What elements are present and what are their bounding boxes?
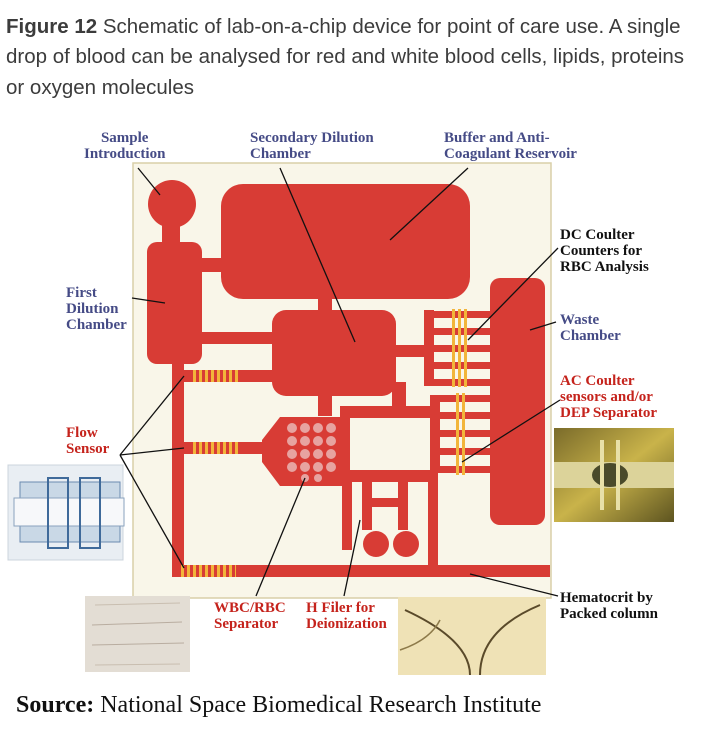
leader-lines: [119, 167, 561, 597]
sample-inlet-chamber: [148, 180, 196, 228]
label-line: Buffer and Anti-: [444, 130, 550, 146]
label-line: Introduction: [84, 146, 166, 162]
label-line: Flow: [66, 425, 98, 441]
label-line: Waste: [560, 312, 600, 328]
label-line: Hematocrit by: [560, 590, 653, 606]
h-filter-port-left: [363, 531, 389, 557]
flow-sensor-electrode-top: [192, 370, 240, 382]
label-line: AC Coulter: [560, 373, 635, 389]
flow-sensor-inset-image: [7, 464, 125, 561]
label-line: H Filer for: [306, 600, 375, 616]
h-filter-port-right: [393, 531, 419, 557]
label-h-filter: H Filer for Deionization: [306, 600, 387, 632]
label-line: WBC/RBC: [214, 600, 286, 616]
label-line: Separator: [214, 616, 279, 632]
flow-sensor-electrode-bottom: [180, 565, 236, 577]
label-line: Chamber: [66, 317, 127, 333]
label-hematocrit: Hematocrit by Packed column: [560, 590, 658, 622]
label-line: First: [66, 285, 97, 301]
source-text: National Space Biomedical Research Insti…: [100, 692, 542, 718]
label-line: Sensor: [66, 441, 110, 457]
figure-label: Figure 12: [6, 15, 98, 38]
label-line: Counters for: [560, 243, 643, 259]
label-line: DEP Separator: [560, 405, 658, 421]
buffer-reservoir-chamber: [221, 184, 470, 299]
h-filter-inset-image: [398, 597, 546, 676]
ac-sensor-inset-image: [554, 428, 674, 522]
label-secondary-dilution-chamber: Secondary Dilution Chamber: [250, 130, 374, 162]
label-buffer-reservoir: Buffer and Anti- Coagulant Reservoir: [444, 130, 577, 162]
label-line: DC Coulter: [560, 227, 635, 243]
dc-coulter-electrodes: [452, 309, 467, 387]
label-waste-chamber: Waste Chamber: [560, 312, 621, 344]
label-line: Secondary Dilution: [250, 130, 374, 146]
label-line: Chamber: [250, 146, 311, 162]
wbc-separator-inset-image: [85, 596, 190, 672]
label-sample-introduction: Sample Introduction: [84, 130, 165, 162]
label-line: Sample: [100, 130, 149, 146]
label-line: Chamber: [560, 328, 621, 344]
caption-text: Schematic of lab-on-a-chip device for po…: [6, 15, 685, 99]
separator-pillars: [287, 423, 336, 482]
label-line: Packed column: [560, 606, 658, 622]
label-flow-sensor: Flow Sensor: [66, 425, 109, 457]
figure-caption: Figure 12 Schematic of lab-on-a-chip dev…: [6, 12, 698, 103]
secondary-dilution-chamber: [272, 310, 396, 396]
label-wbc-rbc-separator: WBC/RBC Separator: [214, 600, 286, 632]
chip-channels: [147, 180, 550, 577]
source-label: Source:: [16, 692, 95, 718]
label-line: Dilution: [66, 301, 119, 317]
label-line: sensors and/or: [560, 389, 653, 405]
first-dilution-chamber: [147, 242, 202, 364]
label-line: Deionization: [306, 616, 387, 632]
label-first-dilution-chamber: First Dilution Chamber: [66, 285, 127, 333]
label-ac-coulter: AC Coulter sensors and/or DEP Separator: [560, 373, 657, 421]
label-dc-coulter: DC Coulter Counters for RBC Analysis: [560, 227, 649, 275]
flow-sensor-electrode-middle: [192, 442, 240, 454]
source-credit: Source: National Space Biomedical Resear…: [16, 692, 541, 719]
ac-coulter-electrodes: [456, 393, 465, 475]
label-line: RBC Analysis: [560, 259, 649, 275]
label-line: Coagulant Reservoir: [444, 146, 577, 162]
waste-chamber: [490, 278, 545, 525]
